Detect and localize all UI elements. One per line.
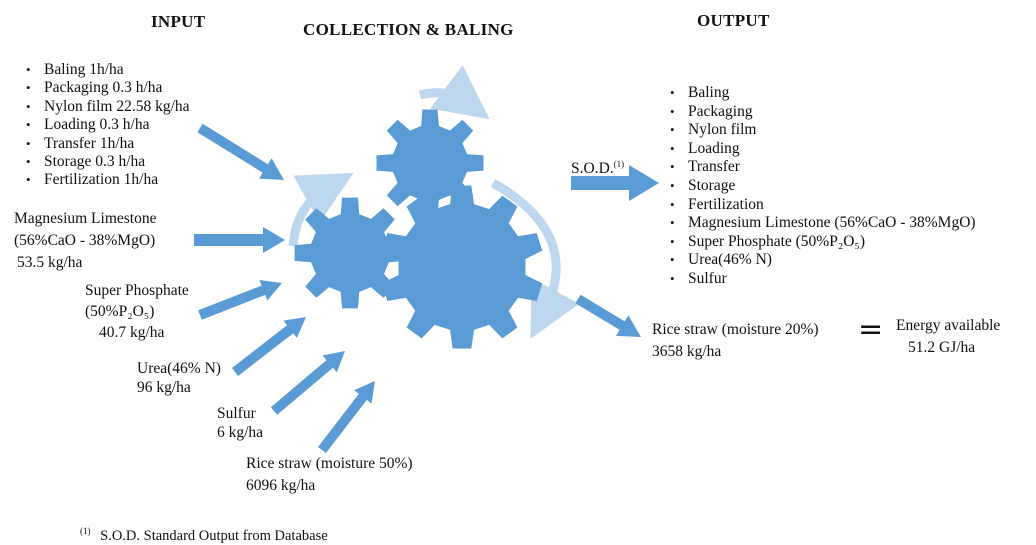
arrow-rice-straw-in — [318, 381, 375, 453]
list-item: Urea(46% N) — [668, 251, 976, 270]
super-phosphate-input: Super Phosphate (50%P₂O₅) 40.7 kg/ha — [85, 281, 189, 342]
rice-straw-input-amount: 6096 kg/ha — [246, 477, 316, 494]
footnote-marker: (1) — [80, 526, 91, 536]
list-item: Baling — [668, 84, 976, 103]
arrow-sod-out — [571, 165, 659, 201]
list-item: Fertilization — [668, 196, 976, 215]
gear-large — [381, 185, 543, 349]
rotation-arrow-right — [490, 179, 580, 339]
magnesium-name: Magnesium Limestone — [14, 210, 157, 227]
list-item: Storage — [668, 177, 976, 196]
rice-straw-output-name: Rice straw (moisture 20%) — [652, 321, 819, 338]
input-operations-list: Baling 1h/ha Packaging 0.3 h/ha Nylon fi… — [24, 61, 190, 190]
phosphate-composition: (50%P₂O₅) — [85, 303, 155, 320]
list-item: Sulfur — [668, 270, 976, 289]
output-list: Baling Packaging Nylon film Loading Tran… — [668, 84, 976, 289]
rice-straw-input: Rice straw (moisture 50%) 6096 kg/ha — [246, 454, 413, 495]
urea-amount: 96 kg/ha — [137, 379, 191, 396]
output-heading: OUTPUT — [697, 11, 770, 30]
list-item: Storage 0.3 h/ha — [24, 153, 190, 172]
arrow-sulfur-in — [270, 351, 345, 415]
arrow-urea-in — [231, 317, 306, 376]
sulfur-name: Sulfur — [217, 405, 256, 422]
list-item: Loading 0.3 h/ha — [24, 116, 190, 135]
energy-label: Energy available — [896, 317, 1001, 334]
list-item: Fertilization 1h/ha — [24, 171, 190, 190]
input-heading: INPUT — [151, 12, 206, 31]
rotation-arrow-left — [288, 172, 354, 247]
sod-footnote-marker: (1) — [613, 159, 625, 169]
sod-text: S.O.D. — [571, 160, 614, 178]
gear-small-left — [294, 197, 406, 309]
list-item: Packaging — [668, 103, 976, 122]
rice-straw-output-amount: 3658 kg/ha — [652, 343, 722, 360]
list-item: Nylon film — [668, 121, 976, 140]
arrow-operations-in — [197, 123, 284, 180]
list-item: Transfer 1h/ha — [24, 135, 190, 154]
collection-heading: COLLECTION & BALING — [303, 20, 514, 39]
equals-sign: = — [858, 312, 884, 347]
rice-straw-input-name: Rice straw (moisture 50%) — [246, 455, 413, 472]
magnesium-amount: 53.5 kg/ha — [17, 254, 83, 271]
footnote: (1) S.O.D. Standard Output from Database — [80, 526, 328, 545]
list-item: Super Phosphate (50%P₂O₅) — [668, 233, 976, 252]
magnesium-composition: (56%CaO - 38%MgO) — [14, 232, 156, 249]
arrow-phosphate-in — [198, 280, 282, 320]
list-item: Loading — [668, 140, 976, 159]
rotation-arrow-top — [418, 65, 490, 120]
energy-value: 51.2 GJ/ha — [908, 339, 976, 356]
arrow-magnesium-in — [194, 227, 285, 253]
list-item: Magnesium Limestone (56%CaO - 38%MgO) — [668, 214, 976, 233]
urea-name: Urea(46% N) — [137, 360, 221, 377]
energy-available: Energy available 51.2 GJ/ha — [896, 316, 1000, 357]
list-item: Nylon film 22.58 kg/ha — [24, 98, 190, 117]
gears — [294, 109, 543, 349]
sod-label: S.O.D.(1) — [571, 155, 624, 178]
footnote-text: S.O.D. Standard Output from Database — [100, 527, 328, 544]
input-arrows — [194, 123, 659, 453]
sulfur-input: Sulfur 6 kg/ha — [217, 404, 263, 442]
sulfur-amount: 6 kg/ha — [217, 424, 264, 441]
list-item: Packaging 0.3 h/ha — [24, 79, 190, 98]
rice-straw-output: Rice straw (moisture 20%) 3658 kg/ha — [652, 320, 819, 361]
phosphate-amount: 40.7 kg/ha — [99, 324, 165, 341]
urea-input: Urea(46% N) 96 kg/ha — [137, 359, 221, 397]
list-item: Transfer — [668, 158, 976, 177]
phosphate-name: Super Phosphate — [85, 282, 189, 299]
list-item: Baling 1h/ha — [24, 61, 190, 80]
magnesium-limestone-input: Magnesium Limestone (56%CaO - 38%MgO) 53… — [14, 209, 157, 272]
rotation-arrows — [288, 65, 580, 339]
arrow-rice-straw-out — [575, 294, 641, 337]
